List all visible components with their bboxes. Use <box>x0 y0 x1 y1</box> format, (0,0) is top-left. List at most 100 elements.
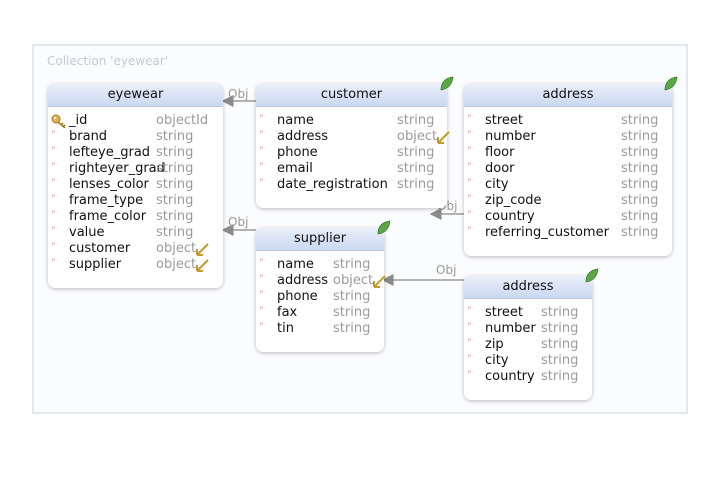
field-name: phone <box>277 289 318 304</box>
field-marker-icon: ” <box>259 178 264 188</box>
entity-title: address <box>464 276 592 299</box>
field-name: street <box>485 113 524 128</box>
field-marker-icon: ” <box>51 146 56 156</box>
entity-title: customer <box>256 84 447 107</box>
field-type: object <box>156 241 197 256</box>
field-name: brand <box>69 129 108 144</box>
field-marker-icon: ” <box>259 114 264 124</box>
field-row[interactable]: ” floor string <box>464 145 672 161</box>
field-row[interactable]: ” lenses_color string <box>48 177 223 193</box>
field-type: string <box>621 113 659 128</box>
field-marker-icon: ” <box>467 354 472 364</box>
field-marker-icon: ” <box>467 162 472 172</box>
field-marker-icon: ” <box>467 194 472 204</box>
field-marker-icon: ” <box>259 322 264 332</box>
field-marker-icon: ” <box>259 162 264 172</box>
leaf-icon <box>377 220 391 235</box>
leaf-icon <box>664 76 678 91</box>
field-name: address <box>277 273 329 288</box>
field-type: string <box>156 225 194 240</box>
field-type: string <box>397 177 435 192</box>
connector-label: Obj <box>228 215 249 229</box>
field-type: string <box>541 305 579 320</box>
field-type: string <box>333 321 371 336</box>
field-type: string <box>621 145 659 160</box>
field-type: object <box>397 129 438 144</box>
reference-arrow-icon <box>196 243 209 256</box>
field-type: object <box>156 257 197 272</box>
field-name: frame_type <box>69 193 144 208</box>
field-marker-icon: ” <box>51 178 56 188</box>
field-name: referring_customer <box>485 225 609 240</box>
field-name: date_registration <box>277 177 388 192</box>
field-type: string <box>621 225 659 240</box>
field-type: string <box>541 337 579 352</box>
field-type: string <box>621 193 659 208</box>
field-name: name <box>277 257 314 272</box>
field-marker-icon: ” <box>259 274 264 284</box>
field-type: string <box>333 257 371 272</box>
field-name: street <box>485 305 524 320</box>
field-name: phone <box>277 145 318 160</box>
field-row[interactable]: ” brand string <box>48 129 223 145</box>
field-name: value <box>69 225 105 240</box>
field-name: floor <box>485 145 515 160</box>
reference-arrow-icon <box>437 131 450 144</box>
field-marker-icon: ” <box>259 146 264 156</box>
field-type: string <box>156 145 194 160</box>
field-name: supplier <box>69 257 122 272</box>
field-name: _id <box>69 113 88 128</box>
field-row[interactable]: ” street string <box>464 113 672 129</box>
field-name: email <box>277 161 313 176</box>
field-type: string <box>621 129 659 144</box>
field-type: string <box>156 177 194 192</box>
field-type: string <box>397 113 435 128</box>
reference-arrow-icon <box>373 275 386 288</box>
field-name: lenses_color <box>69 177 149 192</box>
field-marker-icon: ” <box>51 130 56 140</box>
field-row[interactable]: ” date_registration string <box>256 177 447 193</box>
field-marker-icon: ” <box>467 146 472 156</box>
entity-title: eyewear <box>48 84 223 107</box>
connector-label: Obj <box>228 87 249 101</box>
field-type: string <box>541 353 579 368</box>
field-marker-icon: ” <box>467 114 472 124</box>
field-type: string <box>156 129 194 144</box>
